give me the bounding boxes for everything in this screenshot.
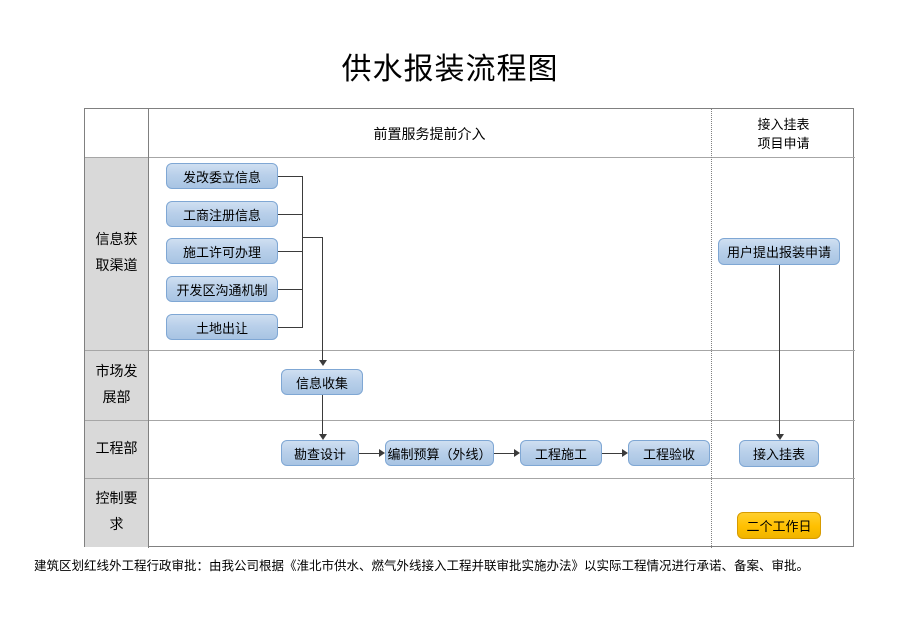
row-label-control-req-line2: 求 (109, 518, 124, 533)
label-column-divider (148, 109, 149, 548)
node-user-application[interactable]: 用户提出报装申请 (718, 238, 840, 265)
row-label-market-dept-line1: 市场发 (95, 364, 138, 380)
node-source-3[interactable]: 施工许可办理 (166, 238, 278, 264)
row-label-info-channels: 信息获 取渠道 (85, 158, 148, 350)
page-title: 供水报装流程图 (341, 53, 559, 86)
section-dotted-divider (711, 109, 712, 548)
connector-application-to-meter (779, 265, 780, 437)
row-label-market-dept-line2: 展部 (102, 390, 131, 406)
arrow-to-survey (319, 434, 327, 440)
connector-to-collect (322, 237, 323, 362)
connector-budget-to-construction (494, 453, 516, 454)
connector-survey-to-budget (359, 453, 381, 454)
connector-source-4 (278, 289, 303, 290)
row-label-engineering-dept: 工程部 (85, 421, 148, 478)
node-connection-meter[interactable]: 接入挂表 (739, 440, 819, 467)
connector-source-5 (278, 327, 303, 328)
node-control-duration[interactable]: 二个工作日 (737, 512, 821, 539)
row-label-info-channels-line1: 信息获 (95, 233, 138, 248)
row-label-market-dept: 市场发 展部 (85, 351, 148, 420)
arrow-application-to-meter (776, 434, 784, 440)
row-divider-1 (85, 350, 855, 351)
connector-source-bus (302, 176, 303, 328)
node-information-collection[interactable]: 信息收集 (281, 369, 363, 395)
arrow-to-collect (319, 360, 327, 366)
connector-bus-jog (302, 237, 323, 238)
connector-collect-to-survey (322, 395, 323, 436)
connector-construction-to-acceptance (602, 453, 624, 454)
node-acceptance[interactable]: 工程验收 (628, 440, 710, 466)
node-source-2[interactable]: 工商注册信息 (166, 201, 278, 227)
row-divider-2 (85, 420, 855, 421)
header-right-line2: 项目申请 (757, 135, 810, 151)
connector-source-3 (278, 251, 303, 252)
connector-source-2 (278, 214, 303, 215)
node-construction[interactable]: 工程施工 (520, 440, 602, 466)
row-label-control-req-line1: 控制要 (95, 492, 138, 507)
node-budget-preparation[interactable]: 编制预算（外线） (385, 440, 494, 466)
header-pre-service: 前置服务提前介入 (373, 127, 486, 143)
row-label-info-channels-line2: 取渠道 (95, 259, 138, 274)
arrow-survey-to-budget (379, 449, 385, 457)
node-source-5[interactable]: 土地出让 (166, 314, 278, 340)
connector-source-1 (278, 176, 303, 177)
node-source-4[interactable]: 开发区沟通机制 (166, 276, 278, 302)
header-right-line1: 接入挂表 (757, 116, 810, 132)
row-divider-header (85, 157, 855, 158)
node-source-1[interactable]: 发改委立信息 (166, 163, 278, 189)
row-divider-3 (85, 478, 855, 479)
row-label-engineering-dept-line1: 工程部 (95, 441, 138, 457)
footnote-text: 建筑区划红线外工程行政审批：由我公司根据《淮北市供水、燃气外线接入工程并联审批实… (34, 559, 810, 573)
row-label-control-requirement: 控制要 求 (85, 479, 148, 547)
header-connection-application: 接入挂表 项目申请 (712, 109, 855, 158)
arrow-construction-to-acceptance (622, 449, 628, 457)
arrow-budget-to-construction (514, 449, 520, 457)
node-survey-design[interactable]: 勘查设计 (281, 440, 359, 466)
